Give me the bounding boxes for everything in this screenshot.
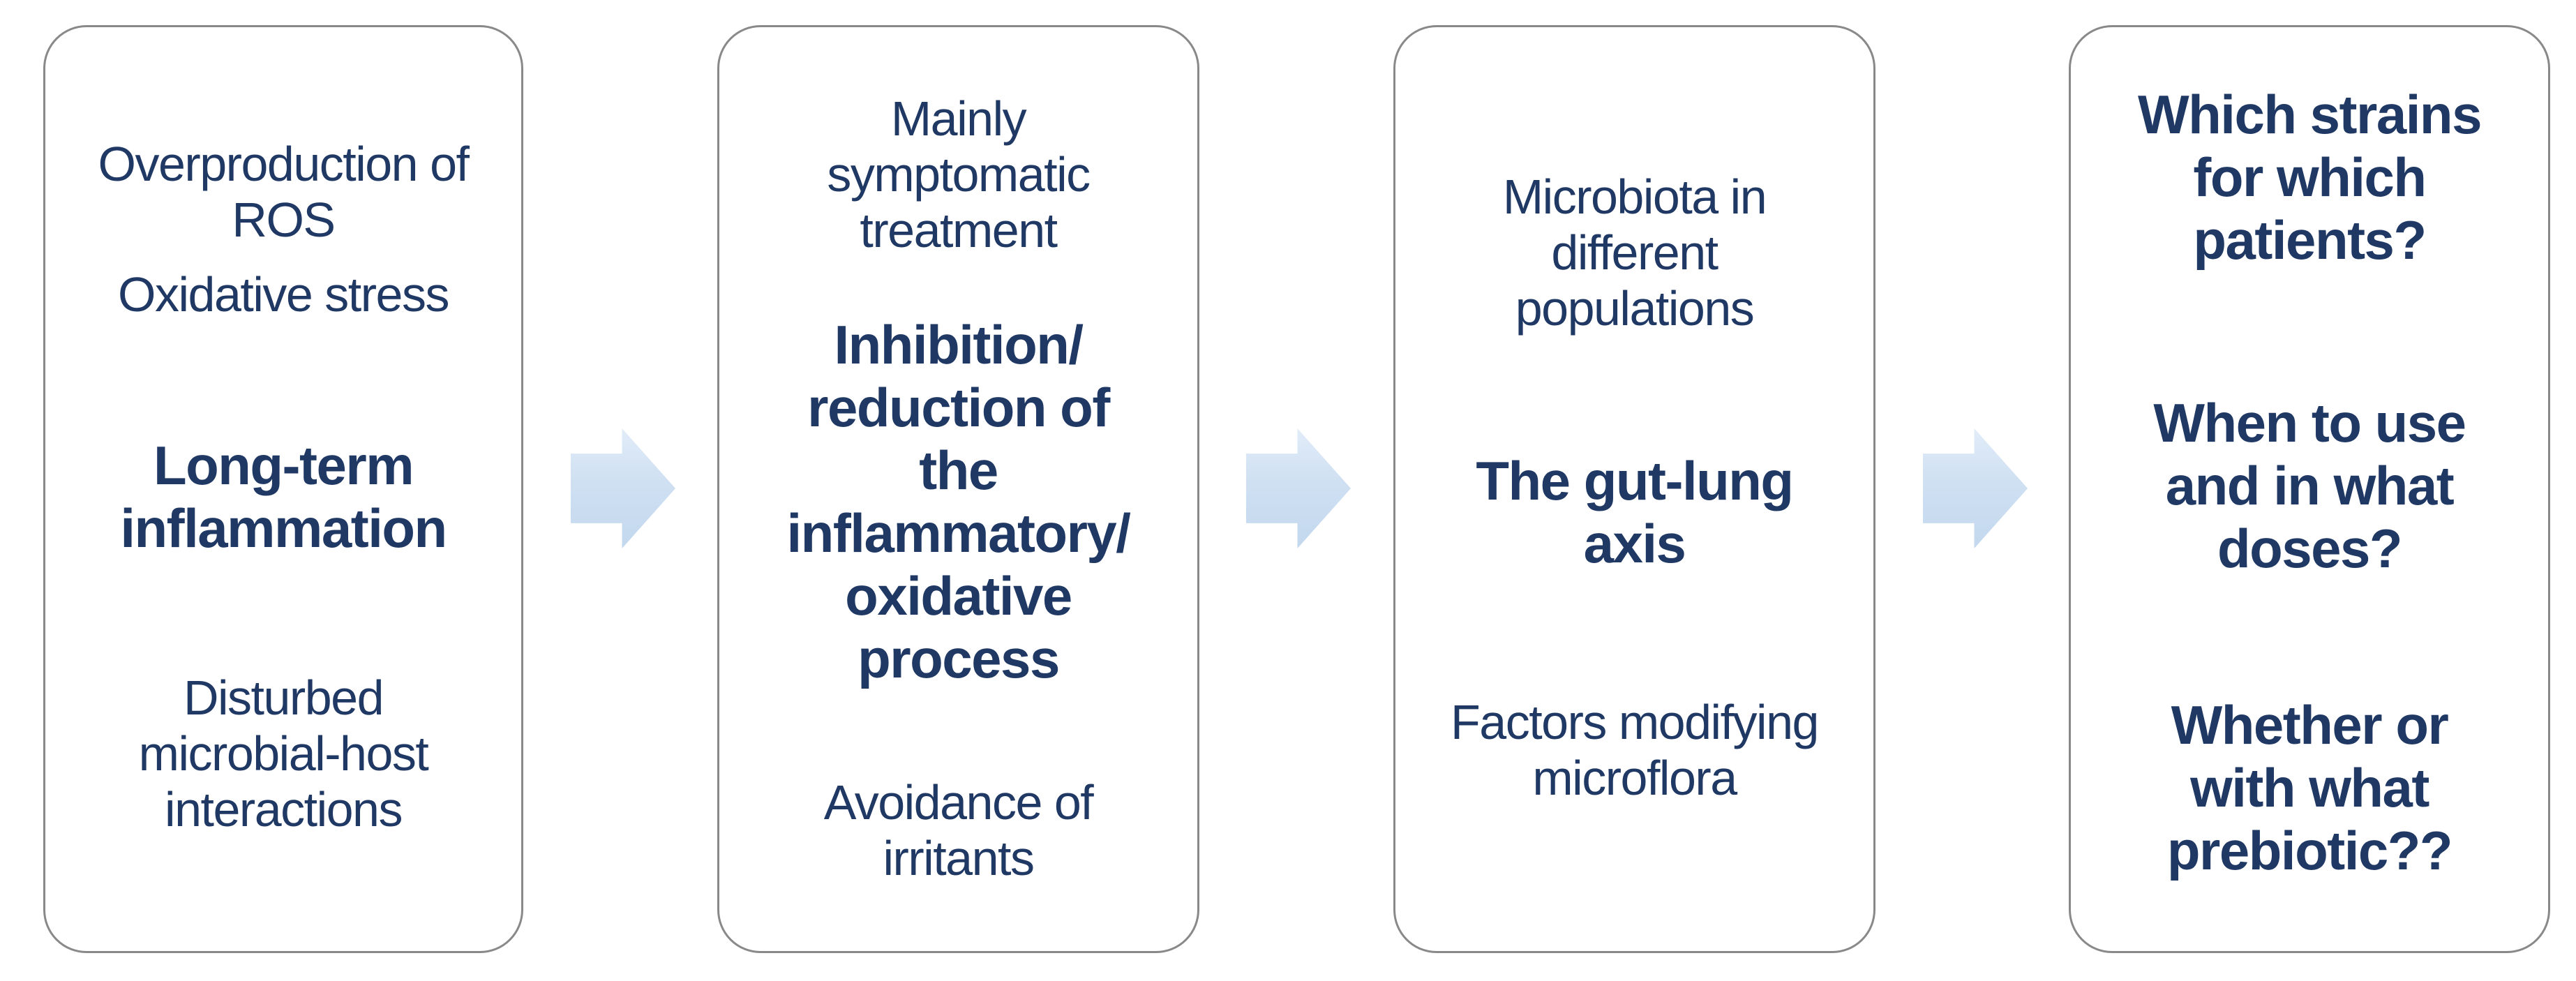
text-gut-lung-axis: The gut-lung axis: [1476, 450, 1794, 574]
text-avoidance-of-irritants: Avoidance of irritants: [823, 775, 1094, 885]
right-arrow-icon: [1246, 428, 1351, 548]
text-overproduction-of-ros: Overproduction of ROS: [98, 137, 470, 247]
stage-box-microbiota: Microbiota in different populations The …: [1393, 25, 1875, 953]
text-mainly-symptomatic: Mainly symptomatic treatment: [827, 91, 1091, 257]
stage-box-disease-mechanisms: Overproduction of ROS Oxidative stress L…: [43, 25, 523, 953]
text-long-term-inflammation: Long-term inflammation: [120, 435, 447, 559]
text-disturbed-interactions: Disturbed microbial-host interactions: [138, 671, 429, 837]
stage-box-open-questions: Which strains for which patients? When t…: [2069, 25, 2550, 953]
text-whether-prebiotic: Whether or with what prebiotic??: [2166, 694, 2453, 881]
text-oxidative-stress: Oxidative stress: [118, 267, 449, 322]
text-inhibition-reduction: Inhibition/ reduction of the inflammator…: [786, 314, 1131, 689]
text-factors-modifying: Factors modifying microflora: [1451, 695, 1819, 805]
right-arrow-icon: [571, 428, 675, 548]
right-arrow-icon: [1923, 428, 2028, 548]
text-which-strains: Which strains for which patients?: [2138, 84, 2482, 271]
text-when-to-use: When to use and in what doses?: [2153, 392, 2466, 579]
stage-box-treatment-approach: Mainly symptomatic treatment Inhibition/…: [717, 25, 1199, 953]
text-microbiota-populations: Microbiota in different populations: [1502, 170, 1767, 336]
